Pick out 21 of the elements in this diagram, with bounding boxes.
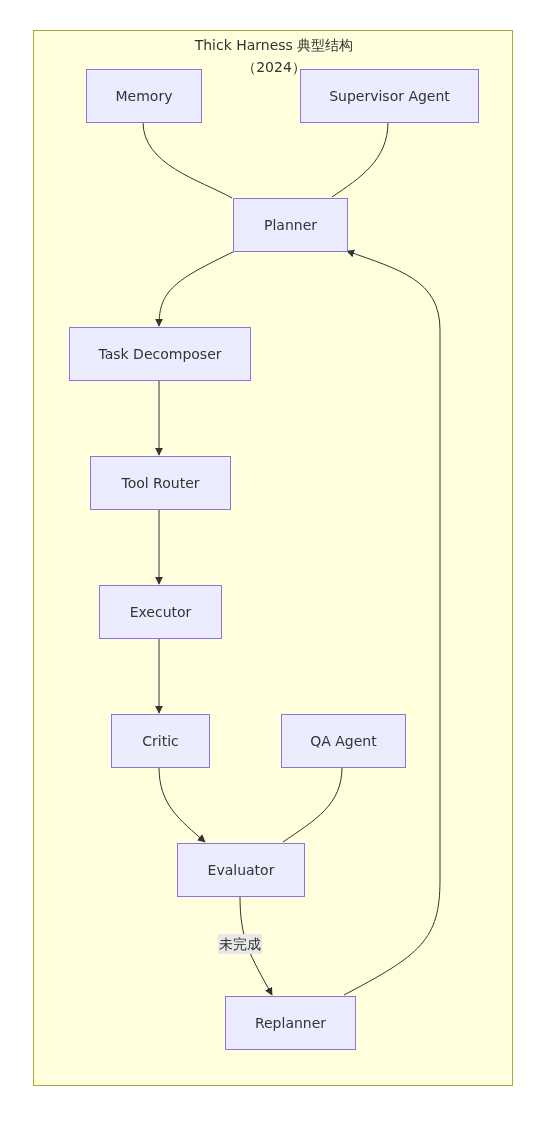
group-frame — [33, 30, 513, 1086]
arrow — [155, 379, 163, 456]
process-box: Evaluator — [177, 843, 305, 897]
process-box: Tool Router — [90, 456, 231, 510]
process-box: Task Decomposer — [69, 327, 251, 381]
arrow — [343, 249, 441, 996]
process-box: Critic — [111, 714, 210, 768]
arrow — [155, 250, 236, 327]
arrow — [158, 766, 206, 843]
process-box: Planner — [233, 198, 348, 252]
process-box: Memory — [86, 69, 202, 123]
process-box: Executor — [99, 585, 222, 639]
arrow — [155, 637, 163, 714]
process-box: QA Agent — [281, 714, 406, 768]
connector-line — [142, 121, 233, 199]
process-box: Supervisor Agent — [300, 69, 479, 123]
connector-line — [282, 766, 343, 843]
process-box: Replanner — [225, 996, 356, 1050]
edge-label: 未完成 — [218, 934, 262, 954]
connector-line — [331, 121, 389, 198]
arrow — [155, 508, 163, 585]
